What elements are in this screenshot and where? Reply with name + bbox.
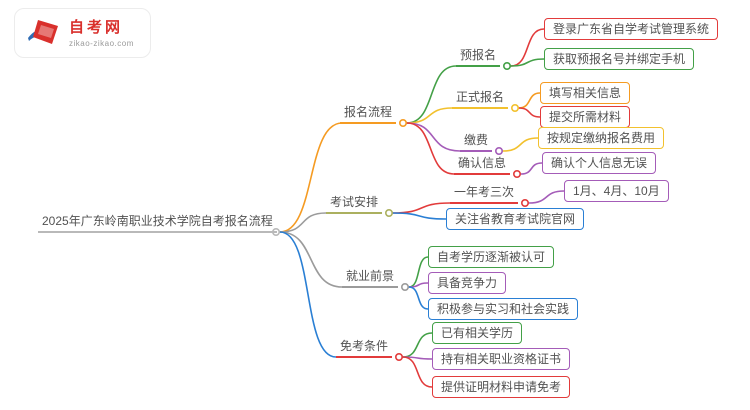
leaf-exam-months: 1月、4月、10月 bbox=[564, 180, 669, 202]
node-pre-registration: 预报名 bbox=[456, 48, 501, 67]
leaf-vocational-certificate: 持有相关职业资格证书 bbox=[432, 348, 571, 370]
branch-career-prospects: 就业前景 bbox=[342, 269, 399, 288]
root-node: 2025年广东岭南职业技术学院自考报名流程 bbox=[38, 214, 277, 233]
leaf-fill-info: 填写相关信息 bbox=[540, 82, 631, 104]
branch-exemption-conditions: 免考条件 bbox=[336, 339, 393, 358]
node-dots bbox=[271, 61, 529, 361]
logo-title: 自考网 bbox=[69, 18, 124, 36]
branch-curves bbox=[279, 28, 565, 388]
site-logo[interactable]: 自考网 zikao-zikao.com bbox=[14, 8, 151, 58]
leaf-follow-official-site: 关注省教育考试院官网 bbox=[446, 208, 585, 230]
leaf-submit-materials: 提交所需材料 bbox=[540, 106, 631, 128]
node-payment: 缴费 bbox=[460, 133, 493, 152]
leaf-existing-degree: 已有相关学历 bbox=[432, 322, 523, 344]
node-three-times-a-year: 一年考三次 bbox=[450, 185, 519, 204]
leaf-apply-exemption-proof: 提供证明材料申请免考 bbox=[432, 376, 571, 398]
branch-exam-schedule: 考试安排 bbox=[326, 195, 383, 214]
leaf-degree-recognized: 自考学历逐渐被认可 bbox=[428, 246, 555, 268]
logo-icon bbox=[28, 20, 58, 44]
leaf-pay-fee: 按规定缴纳报名费用 bbox=[538, 127, 665, 149]
leaf-confirm-personal-info: 确认个人信息无误 bbox=[542, 152, 657, 174]
node-formal-registration: 正式报名 bbox=[452, 90, 509, 109]
leaf-internship-practice: 积极参与实习和社会实践 bbox=[428, 298, 579, 320]
logo-domain: zikao-zikao.com bbox=[69, 38, 134, 48]
branch-registration-process: 报名流程 bbox=[340, 105, 397, 124]
node-confirm-info: 确认信息 bbox=[454, 156, 511, 175]
leaf-get-prereg-number: 获取预报名号并绑定手机 bbox=[544, 48, 695, 70]
leaf-competitiveness: 具备竞争力 bbox=[428, 272, 507, 294]
leaf-login-gd-system: 登录广东省自学考试管理系统 bbox=[544, 18, 719, 40]
logo-text: 自考网 zikao-zikao.com bbox=[69, 19, 134, 48]
